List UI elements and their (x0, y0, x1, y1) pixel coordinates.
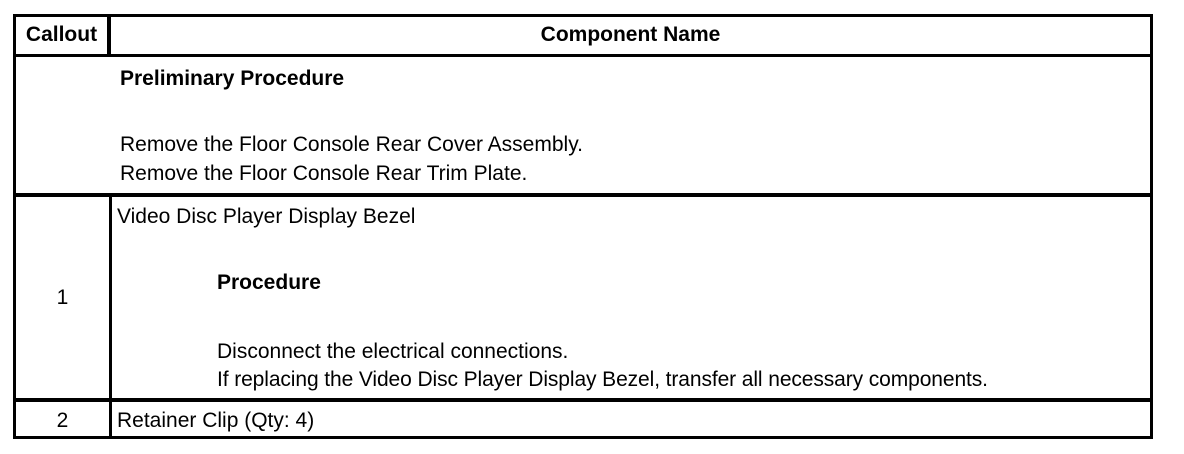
rows-column-divider (109, 195, 112, 439)
row-1-procedure-heading: Procedure (217, 271, 321, 294)
header-callout: Callout (25, 23, 98, 46)
header-component-name: Component Name (540, 23, 721, 46)
component-table: Callout Component Name Preliminary Proce… (13, 14, 1153, 439)
preliminary-heading: Preliminary Procedure (120, 67, 345, 90)
row-1-procedure-step: Disconnect the electrical connections. (217, 340, 569, 363)
preliminary-divider (13, 193, 1153, 197)
row-2-callout: 2 (56, 409, 69, 432)
header-divider (13, 54, 1153, 57)
row-1-callout: 1 (56, 286, 69, 309)
row-1-component-name: Video Disc Player Display Bezel (117, 205, 416, 228)
row-1-procedure-step: If replacing the Video Disc Player Displ… (217, 368, 988, 391)
header-column-divider (107, 14, 111, 56)
preliminary-step: Remove the Floor Console Rear Cover Asse… (120, 133, 583, 156)
row-divider (13, 398, 1153, 402)
table-border (13, 14, 1153, 439)
preliminary-step: Remove the Floor Console Rear Trim Plate… (120, 162, 528, 185)
row-2-component-name: Retainer Clip (Qty: 4) (117, 409, 315, 432)
